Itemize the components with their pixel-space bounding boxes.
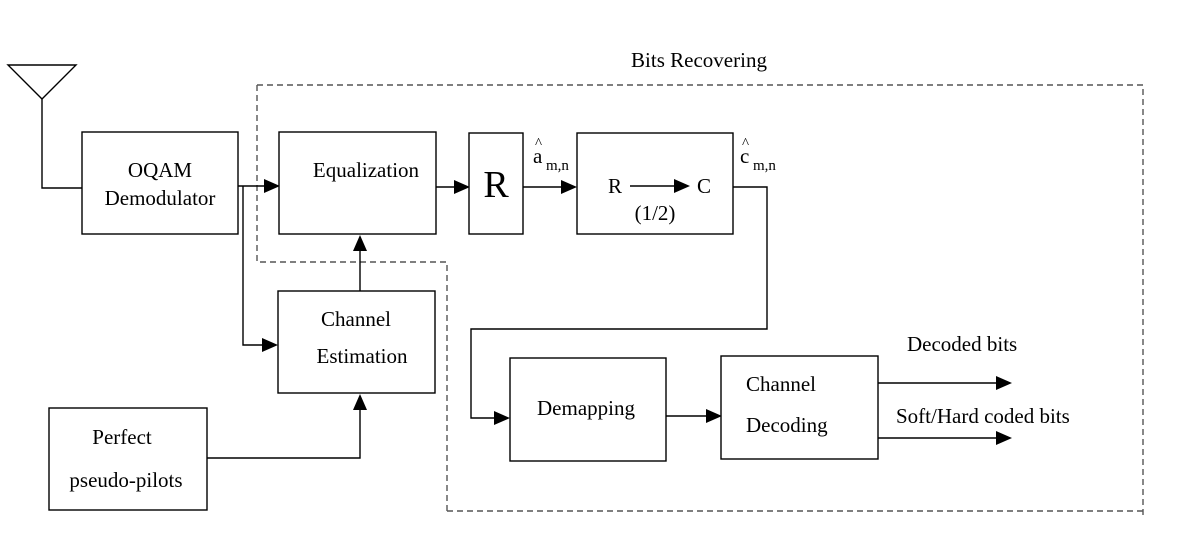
demapping-label: Demapping bbox=[537, 396, 635, 420]
c-hat-symbol: c bbox=[740, 144, 749, 168]
antenna-icon bbox=[6, 64, 82, 189]
converter-inner-arrow-head bbox=[674, 179, 690, 193]
c-hat-signal-label: ^ c m,n bbox=[740, 136, 776, 174]
equalization-to-r-arrow bbox=[436, 180, 470, 194]
decoded-bits-output-arrow bbox=[878, 376, 1012, 390]
decoded-bits-label: Decoded bits bbox=[907, 332, 1017, 356]
oqam-demodulator-label-line2: Demodulator bbox=[105, 186, 216, 210]
coded-bits-label: Soft/Hard coded bits bbox=[896, 404, 1070, 428]
channel-decoding-block: Channel Decoding bbox=[720, 355, 879, 460]
oqam-demodulator-block: OQAM Demodulator bbox=[81, 131, 239, 235]
a-hat-subscript: m,n bbox=[546, 158, 569, 174]
channel-estimation-to-equalization-arrow bbox=[353, 235, 367, 291]
real-to-complex-converter-block: R C (1/2) bbox=[576, 132, 734, 235]
channel-estimation-label-line2: Estimation bbox=[317, 344, 408, 368]
r-block: R bbox=[468, 132, 524, 235]
a-hat-accent: ^ bbox=[535, 136, 542, 152]
perfect-pseudo-pilots-block: Perfect pseudo-pilots bbox=[48, 407, 208, 511]
bits-recovering-region bbox=[256, 84, 1144, 515]
demapping-to-decoding-arrow bbox=[666, 409, 722, 423]
demodulator-to-equalization-arrow bbox=[238, 179, 280, 193]
equalization-block: Equalization bbox=[278, 131, 437, 235]
demodulator-to-channel-estimation-arrow bbox=[242, 186, 278, 352]
channel-estimation-label-line1: Channel bbox=[321, 307, 391, 331]
a-hat-symbol: a bbox=[533, 144, 543, 168]
r-to-converter-arrow bbox=[523, 180, 577, 194]
channel-decoding-label-line2: Decoding bbox=[746, 413, 828, 437]
r-block-label: R bbox=[483, 164, 509, 206]
pseudo-pilots-label-line2: pseudo-pilots bbox=[69, 468, 182, 492]
equalization-label: Equalization bbox=[313, 158, 420, 182]
pilots-to-channel-estimation-arrow bbox=[207, 394, 367, 459]
converter-to-demapping-arrow bbox=[470, 186, 768, 425]
channel-estimation-block: Channel Estimation bbox=[277, 290, 436, 394]
channel-decoding-label-line1: Channel bbox=[746, 372, 816, 396]
converter-to-label: C bbox=[697, 174, 711, 198]
oqam-demodulator-label-line1: OQAM bbox=[128, 158, 192, 182]
pseudo-pilots-label-line1: Perfect bbox=[92, 425, 152, 449]
c-hat-accent: ^ bbox=[742, 136, 749, 152]
a-hat-signal-label: ^ a m,n bbox=[533, 136, 569, 174]
c-hat-subscript: m,n bbox=[753, 158, 776, 174]
converter-ratio-label: (1/2) bbox=[635, 201, 676, 225]
bits-recovering-title: Bits Recovering bbox=[631, 48, 767, 72]
demapping-block: Demapping bbox=[509, 357, 667, 462]
coded-bits-output-arrow bbox=[878, 431, 1012, 445]
converter-from-label: R bbox=[608, 174, 622, 198]
